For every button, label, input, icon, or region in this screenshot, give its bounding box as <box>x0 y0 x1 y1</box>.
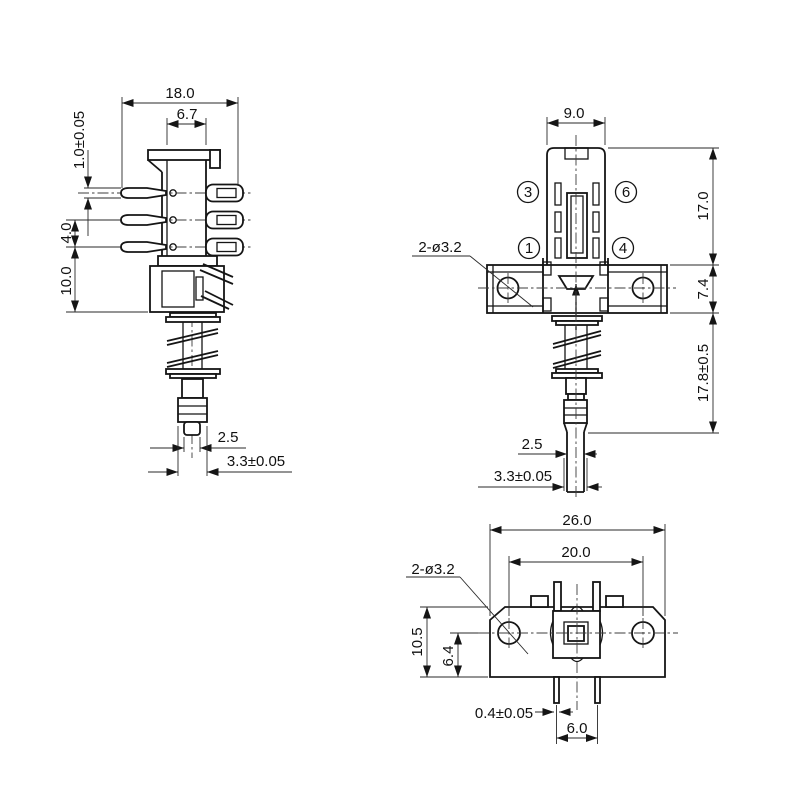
callout-6: 6 <box>622 184 630 201</box>
callout-circle-6 <box>614 180 638 204</box>
side-view-pins <box>120 183 244 257</box>
front-view-callouts: 3 6 1 4 <box>516 180 638 260</box>
dim-front-body-height: 17.0 <box>695 191 712 220</box>
side-view: 18.0 6.7 1.0±0.05 4.0 10.0 <box>58 85 292 476</box>
dim-bottom-mount-holes: 2-ø3.2 <box>411 561 454 578</box>
dim-front-shaft-length: 17.8±0.5 <box>695 344 712 402</box>
callout-3: 3 <box>524 184 532 201</box>
callout-circle-3 <box>516 180 540 204</box>
dim-bottom-hole-offset: 6.4 <box>440 646 457 667</box>
front-view-centerlines <box>478 135 676 500</box>
dim-front-tip-diameter: 2.5 <box>522 436 543 453</box>
side-view-outline <box>147 149 234 436</box>
dim-bottom-pin-thickness: 0.4±0.05 <box>475 705 533 722</box>
side-view-centerlines <box>78 192 252 458</box>
callout-4: 4 <box>619 240 627 257</box>
dim-side-pin-pitch: 4.0 <box>58 223 75 244</box>
front-view-dimensions: 9.0 17.0 7.4 17.8±0.5 2-ø3.2 2.5 <box>412 105 719 491</box>
dim-bottom-pin-spacing: 6.0 <box>567 720 588 737</box>
dim-side-body-depth: 10.0 <box>58 266 75 295</box>
dim-side-inner-width: 6.7 <box>177 106 198 123</box>
dim-side-tip-diameter: 2.5 <box>218 429 239 446</box>
bottom-view-centerlines <box>478 584 678 710</box>
dim-front-head-width: 9.0 <box>564 105 585 122</box>
dim-side-overall-width: 18.0 <box>165 85 194 102</box>
bottom-view-dimensions: 26.0 20.0 2-ø3.2 10.5 6.4 0.4±0.05 <box>406 512 666 744</box>
dim-bottom-overall-width: 26.0 <box>562 512 591 529</box>
dim-bottom-plate-depth: 10.5 <box>409 627 426 656</box>
callout-circle-4 <box>611 236 635 260</box>
dim-front-bracket-height: 7.4 <box>695 279 712 300</box>
dim-bottom-hole-spacing: 20.0 <box>561 544 590 561</box>
dim-side-pin-thickness: 1.0±0.05 <box>71 111 88 169</box>
dim-front-tip-section: 3.3±0.05 <box>494 468 552 485</box>
front-view-outline <box>486 147 668 493</box>
bottom-view: 26.0 20.0 2-ø3.2 10.5 6.4 0.4±0.05 <box>406 512 678 744</box>
pin-left <box>553 676 560 704</box>
callout-1: 1 <box>525 240 533 257</box>
front-view: 3 6 1 4 9.0 17.0 7.4 <box>412 105 719 500</box>
callout-circle-1 <box>517 236 541 260</box>
dim-side-tip-section: 3.3±0.05 <box>227 453 285 470</box>
pin-right <box>594 676 601 704</box>
bottom-view-outline <box>489 581 666 704</box>
dim-front-mount-holes: 2-ø3.2 <box>418 239 461 256</box>
side-view-dimensions: 18.0 6.7 1.0±0.05 4.0 10.0 <box>58 85 292 476</box>
